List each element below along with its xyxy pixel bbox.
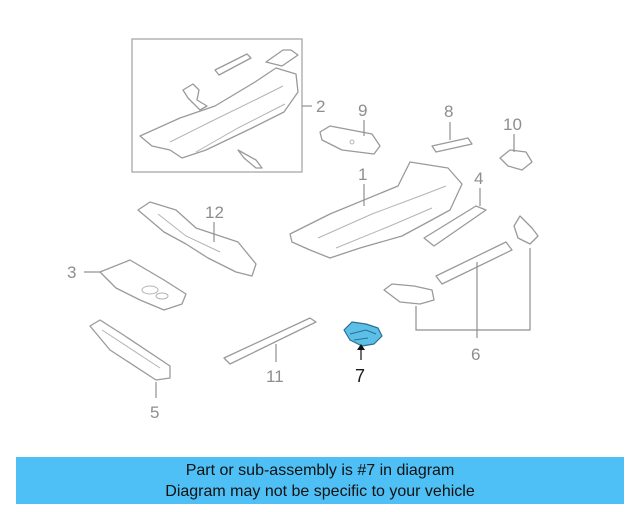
callout-5: 5: [150, 403, 159, 422]
callout-7: 7: [355, 366, 365, 386]
part-7-highlighted: 7: [343, 321, 383, 386]
part-6-group: 6: [383, 215, 539, 364]
part-11-group: 11: [223, 317, 317, 386]
banner-line-1: Part or sub-assembly is #7 in diagram: [185, 461, 455, 479]
part-1-group: 1: [289, 161, 463, 259]
info-banner: Part or sub-assembly is #7 in diagram Di…: [16, 457, 624, 504]
callout-4: 4: [474, 169, 483, 188]
part-8-group: 8: [431, 102, 473, 153]
parts-diagram: 2 9 8 10 1 4 12: [67, 38, 539, 422]
part-12-group: 12: [137, 201, 257, 277]
callout-3: 3: [67, 263, 76, 282]
callout-11: 11: [266, 367, 284, 386]
part-10-group: 10: [499, 115, 533, 171]
callout-2: 2: [316, 97, 325, 116]
callout-6: 6: [471, 345, 480, 364]
callout-12: 12: [205, 203, 224, 222]
callout-8: 8: [444, 102, 453, 121]
callout-10: 10: [503, 115, 522, 134]
banner-line-2: Diagram may not be specific to your vehi…: [165, 482, 475, 500]
part-9-group: 9: [319, 101, 381, 155]
part-4-group: 4: [423, 169, 487, 247]
callout-9: 9: [358, 101, 367, 120]
callout-1: 1: [358, 165, 367, 184]
part-3-group: 3: [67, 259, 187, 311]
part-5-group: 5: [89, 319, 171, 422]
part-2-group: 2: [131, 38, 325, 173]
